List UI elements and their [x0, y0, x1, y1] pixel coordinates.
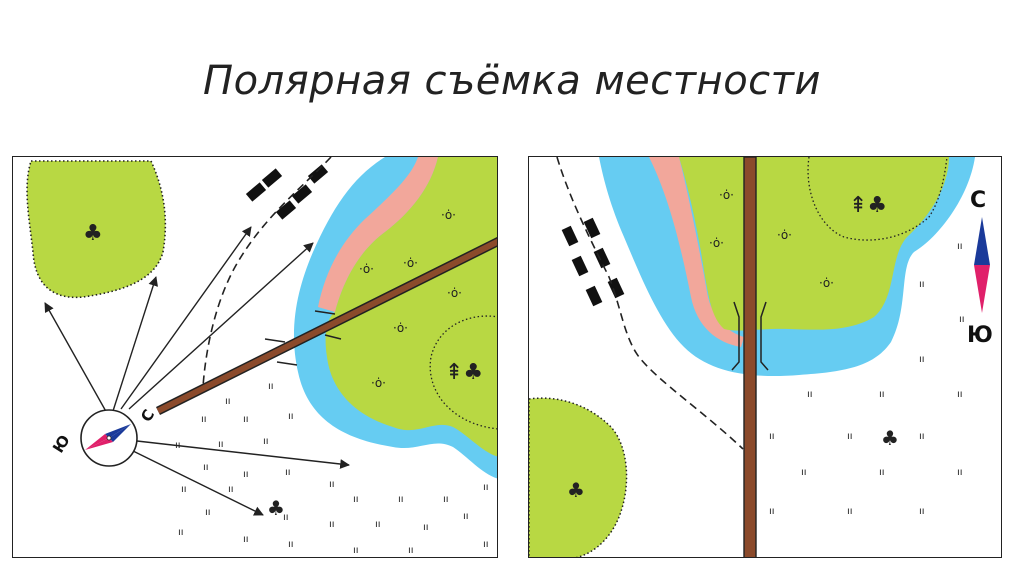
- svg-text:ıı: ıı: [243, 414, 249, 425]
- svg-text:ıı: ıı: [807, 389, 813, 400]
- svg-text:·ȯ·: ·ȯ·: [359, 262, 374, 276]
- svg-text:ıı: ıı: [353, 494, 359, 505]
- dirt-road-dashed: [556, 157, 744, 450]
- deciduous-tree-icon: ♣: [83, 221, 103, 246]
- svg-text:ıı: ıı: [919, 279, 925, 290]
- river-bank-sand: [318, 157, 438, 312]
- svg-text:ıı: ıı: [243, 534, 249, 545]
- svg-text:ıı: ıı: [329, 519, 335, 530]
- svg-text:ıı: ıı: [919, 431, 925, 442]
- south-label: Ю: [967, 323, 993, 348]
- bridge-icon: [264, 310, 342, 366]
- svg-text:ıı: ıı: [288, 411, 294, 422]
- mixed-forest-icon: ⇞♣: [849, 193, 887, 218]
- svg-text:ıı: ıı: [769, 506, 775, 517]
- bridge-icon: [731, 301, 769, 371]
- svg-text:ıı: ıı: [408, 545, 414, 556]
- forest-boundary-inner: [807, 157, 948, 241]
- svg-text:ıı: ıı: [205, 507, 211, 518]
- svg-text:ıı: ıı: [463, 511, 469, 522]
- svg-text:ıı: ıı: [919, 354, 925, 365]
- compass-needle-north: [105, 424, 131, 438]
- compass-needle-south: [85, 434, 109, 450]
- svg-text:ıı: ıı: [225, 396, 231, 407]
- railway: [245, 164, 329, 220]
- river-bank-sand: [649, 157, 744, 347]
- svg-text:ıı: ıı: [398, 494, 404, 505]
- spring-symbols: ·ȯ· ·ȯ· ·ȯ· ·ȯ· ·ȯ· ·ȯ·: [359, 208, 462, 390]
- svg-text:ıı: ıı: [879, 389, 885, 400]
- svg-text:ıı: ıı: [959, 314, 965, 325]
- svg-text:ıı: ıı: [483, 539, 489, 550]
- forest-area-right: [325, 157, 497, 457]
- svg-text:ıı: ıı: [957, 389, 963, 400]
- slide-title: Полярная съёмка местности: [203, 58, 821, 104]
- svg-text:ıı: ıı: [285, 467, 291, 478]
- svg-text:·ȯ·: ·ȯ·: [403, 256, 418, 270]
- svg-text:ıı: ıı: [957, 241, 963, 252]
- svg-text:ıı: ıı: [288, 539, 294, 550]
- svg-text:·ȯ·: ·ȯ·: [447, 286, 462, 300]
- svg-text:ıı: ıı: [769, 431, 775, 442]
- deciduous-tree-icon: ♣: [567, 478, 585, 502]
- svg-text:ıı: ıı: [243, 469, 249, 480]
- svg-text:·ȯ·: ·ȯ·: [777, 228, 792, 242]
- svg-text:ıı: ıı: [178, 527, 184, 538]
- south-label: Ю: [49, 432, 74, 456]
- meadow-symbols: ıı ıı ıı ıı ıı ıı ıı ıı ıı ıı ıı ıı ıı ıı ıı ıı: [769, 241, 965, 517]
- svg-text:ıı: ıı: [375, 519, 381, 530]
- lone-tree-icon: ♣: [881, 426, 899, 450]
- svg-text:ıı: ıı: [263, 436, 269, 447]
- svg-text:ıı: ıı: [847, 506, 853, 517]
- compass-arrow: [974, 217, 990, 313]
- meadow-symbols: ıı ıı ıı ıı ıı ıı ıı ıı ıı ıı ıı ıı ıı ıı ıı ıı ıı ı…: [175, 381, 489, 556]
- svg-text:ıı: ıı: [283, 512, 289, 523]
- survey-rays: [44, 226, 350, 516]
- north-label: С: [137, 406, 158, 425]
- svg-text:ıı: ıı: [181, 484, 187, 495]
- svg-text:ıı: ıı: [203, 462, 209, 473]
- svg-text:ıı: ıı: [228, 484, 234, 495]
- svg-text:ıı: ıı: [919, 506, 925, 517]
- svg-text:·ȯ·: ·ȯ·: [441, 208, 456, 222]
- forest-area: [26, 160, 167, 299]
- dirt-road-dashed: [202, 157, 332, 388]
- compass-needle-north: [974, 217, 990, 265]
- svg-text:·ȯ·: ·ȯ·: [819, 276, 834, 290]
- svg-text:·ȯ·: ·ȯ·: [393, 321, 408, 335]
- compass-needle-south: [974, 265, 990, 313]
- svg-text:ıı: ıı: [353, 545, 359, 556]
- svg-text:ıı: ıı: [268, 381, 274, 392]
- svg-text:·ȯ·: ·ȯ·: [371, 376, 386, 390]
- road: [743, 157, 757, 557]
- svg-text:·ȯ·: ·ȯ·: [709, 236, 724, 250]
- spring-symbols: ·ȯ· ·ȯ· ·ȯ· ·ȯ·: [709, 188, 834, 290]
- svg-text:·ȯ·: ·ȯ·: [719, 188, 734, 202]
- forest-area: [529, 397, 628, 557]
- svg-text:ıı: ıı: [329, 479, 335, 490]
- north-label: С: [970, 188, 986, 213]
- svg-text:ıı: ıı: [201, 414, 207, 425]
- svg-text:ıı: ıı: [801, 467, 807, 478]
- mixed-forest-icon: ⇞♣: [445, 360, 483, 385]
- lone-tree-icon: ♣: [267, 496, 285, 520]
- svg-text:ıı: ıı: [218, 439, 224, 450]
- svg-text:ıı: ıı: [847, 431, 853, 442]
- svg-text:ıı: ıı: [879, 467, 885, 478]
- svg-text:ıı: ıı: [423, 522, 429, 533]
- svg-text:ıı: ıı: [443, 494, 449, 505]
- svg-text:ıı: ıı: [483, 482, 489, 493]
- svg-text:ıı: ıı: [957, 467, 963, 478]
